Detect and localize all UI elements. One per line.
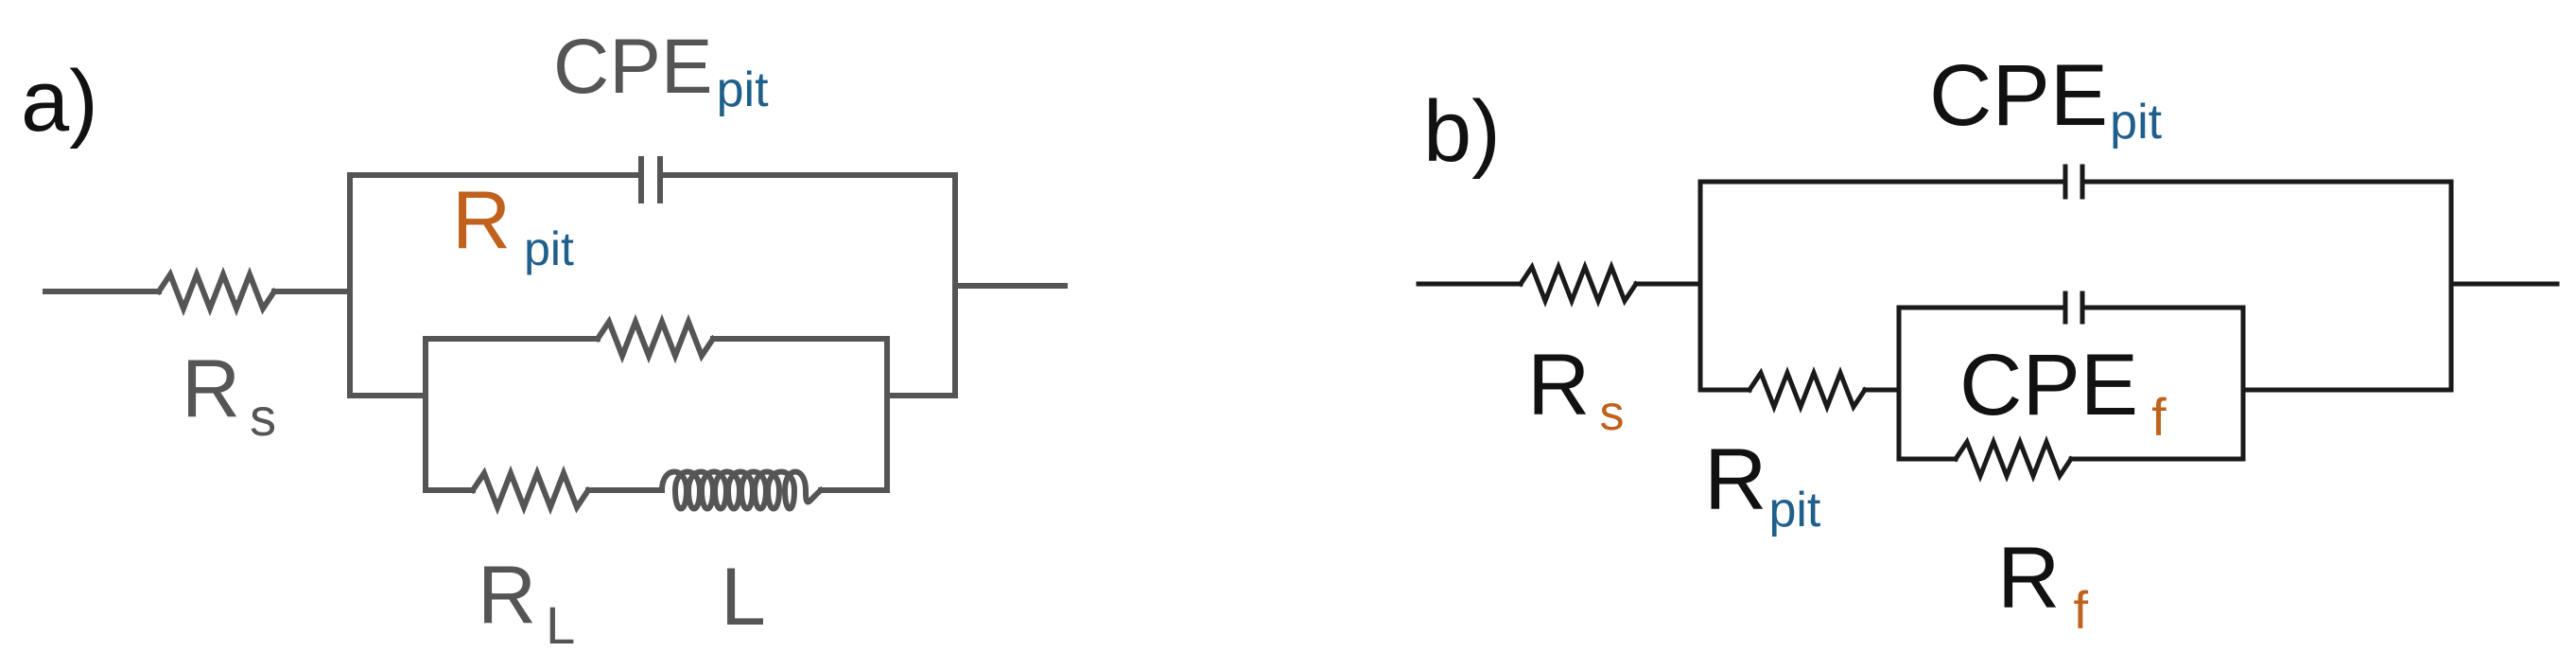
panel-b-r-pit-label: Rpit bbox=[1704, 432, 1821, 538]
panel-a-cpe-pit-label: CPEpit bbox=[553, 24, 769, 117]
panel-a-inductor-l bbox=[658, 468, 826, 512]
panel-b-resistor-rpit bbox=[1746, 366, 1869, 414]
panel-b-circuit bbox=[1416, 164, 2560, 483]
panel-b-cpe-pit-label: CPEpit bbox=[1929, 47, 2163, 150]
panel-b-resistor-rf bbox=[1952, 435, 2075, 483]
panel-b-label: b) bbox=[1423, 83, 1501, 180]
panel-a-resistor-rs bbox=[154, 266, 279, 317]
panel-b-cpe-pit-element bbox=[2063, 164, 2085, 200]
panel-a-label: a) bbox=[21, 53, 98, 150]
panel-a-l-label: L bbox=[721, 552, 766, 643]
panel-a-resistor-rl bbox=[468, 465, 593, 516]
panel-b-resistor-rs bbox=[1517, 260, 1640, 308]
panel-a-cpe-pit-element bbox=[638, 156, 663, 203]
panel-a-circuit bbox=[43, 156, 1068, 516]
panel-a-resistor-rpit bbox=[593, 313, 718, 364]
panel-b-cpe-f-element bbox=[2063, 291, 2085, 325]
